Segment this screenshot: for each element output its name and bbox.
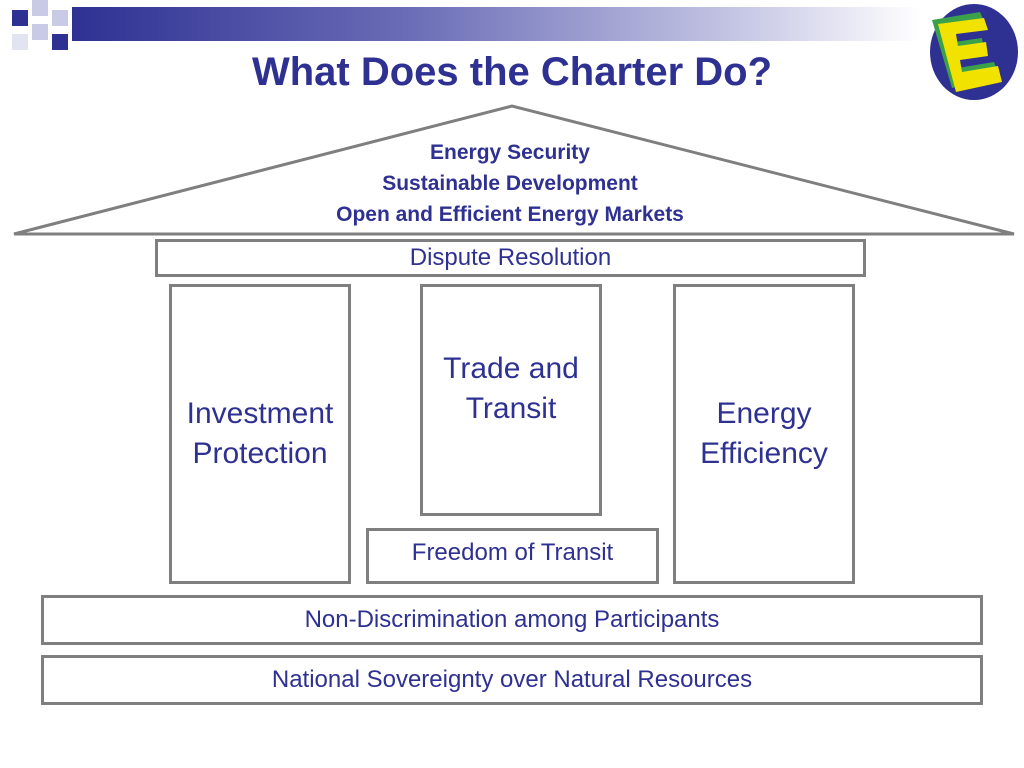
energy-efficiency-pillar: Energy Efficiency (673, 284, 855, 584)
header-banner (72, 7, 920, 41)
dispute-resolution-label: Dispute Resolution (409, 244, 612, 271)
decorative-square (32, 0, 48, 16)
freedom-of-transit-label: Freedom of Transit (411, 539, 614, 566)
decorative-square (12, 10, 28, 26)
energy-efficiency-label: Energy Efficiency (700, 397, 828, 470)
decorative-square (12, 34, 28, 50)
trade-and-transit-label: Trade and Transit (443, 352, 579, 425)
non-discrimination-label: Non-Discrimination among Participants (304, 606, 720, 633)
national-sovereignty-box: National Sovereignty over Natural Resour… (41, 655, 983, 705)
non-discrimination-box: Non-Discrimination among Participants (41, 595, 983, 645)
trade-and-transit-pillar: Trade and Transit (420, 284, 602, 516)
investment-protection-pillar: Investment Protection (169, 284, 351, 584)
energy-charter-logo-icon (930, 4, 1018, 100)
roof-line-open-markets: Open and Efficient Energy Markets (336, 203, 684, 226)
freedom-of-transit-box: Freedom of Transit (366, 528, 659, 584)
dispute-resolution-box: Dispute Resolution (155, 239, 866, 277)
roof-triangle (13, 104, 1015, 236)
decorative-square (52, 34, 68, 50)
roof-goals: Energy Security Sustainable Development … (260, 137, 760, 230)
roof-line-energy-security: Energy Security (430, 141, 590, 164)
roof-line-sustainable-development: Sustainable Development (382, 172, 638, 195)
decorative-square (32, 24, 48, 40)
national-sovereignty-label: National Sovereignty over Natural Resour… (271, 666, 753, 693)
investment-protection-label: Investment Protection (186, 397, 334, 470)
slide-title: What Does the Charter Do? (251, 50, 773, 94)
decorative-square (52, 10, 68, 26)
